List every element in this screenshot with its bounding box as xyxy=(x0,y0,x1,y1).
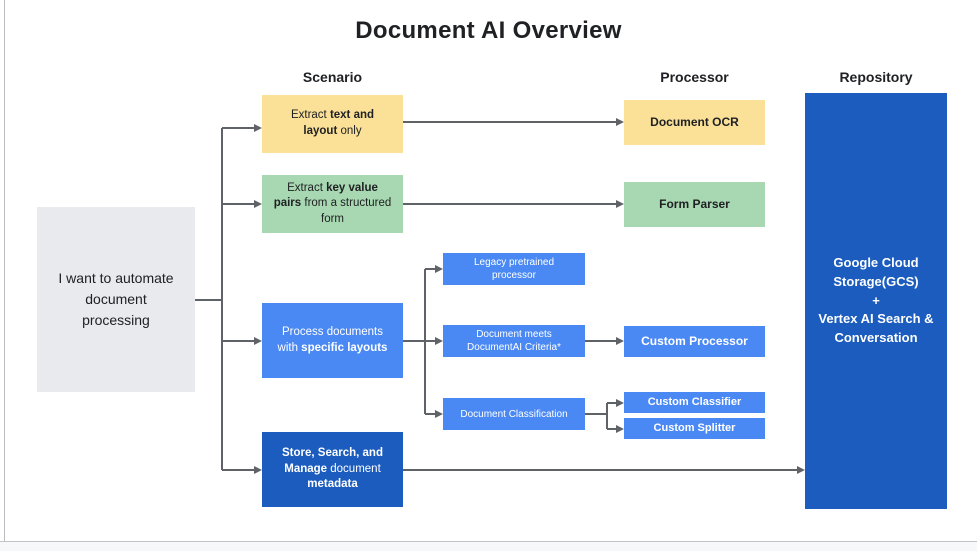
processor-custom-processor-label: Custom Processor xyxy=(641,334,748,349)
page-title: Document AI Overview xyxy=(355,17,622,44)
processor-custom-classifier: Custom Classifier xyxy=(624,392,765,413)
repository-line-vertex: Vertex AI Search & Conversation xyxy=(818,311,934,346)
scenario-extract-key-value-pairs-label: Extract key value pairs from a structure… xyxy=(273,181,392,225)
sub-option-legacy-pretrained: Legacy pretrained processor xyxy=(443,253,585,285)
processor-custom-splitter: Custom Splitter xyxy=(624,418,765,439)
scenario-specific-layouts-label: Process documents with specific layouts xyxy=(277,325,388,354)
scenario-extract-text-layout: Extract text and layout only xyxy=(262,95,403,153)
sub-option-meets-criteria: Document meets DocumentAI Criteria* xyxy=(443,325,585,357)
repository-line-plus: + xyxy=(872,292,880,308)
processor-document-ocr-label: Document OCR xyxy=(650,115,739,130)
sub-option-meets-criteria-label: Document meets DocumentAI Criteria* xyxy=(467,329,561,353)
processor-custom-processor: Custom Processor xyxy=(624,326,765,357)
root-node-automate-processing: I want to automate document processing xyxy=(37,207,195,392)
processor-form-parser: Form Parser xyxy=(624,182,765,227)
scenario-extract-key-value-pairs: Extract key value pairs from a structure… xyxy=(262,175,403,233)
scenario-store-search-manage-label: Store, Search, and Manage document metad… xyxy=(282,447,383,491)
processor-form-parser-label: Form Parser xyxy=(659,197,730,212)
root-node-label: I want to automate document processing xyxy=(58,270,174,328)
sub-option-legacy-pretrained-label: Legacy pretrained processor xyxy=(473,257,555,281)
scenario-extract-text-layout-label: Extract text and layout only xyxy=(290,109,375,137)
frame-bottom-strip xyxy=(0,542,977,551)
repository-line-gcs: Google Cloud Storage(GCS) xyxy=(833,254,919,289)
repository-node: Google Cloud Storage(GCS) + Vertex AI Se… xyxy=(805,93,947,509)
column-header-scenario: Scenario xyxy=(302,69,363,85)
frame-left-border xyxy=(4,0,5,542)
processor-document-ocr: Document OCR xyxy=(624,100,765,145)
frame-bottom-border xyxy=(0,541,977,542)
processor-custom-splitter-label: Custom Splitter xyxy=(653,422,736,435)
scenario-specific-layouts: Process documents with specific layouts xyxy=(262,303,403,378)
sub-option-document-classification-label: Document Classification xyxy=(460,408,568,420)
sub-option-document-classification: Document Classification xyxy=(443,398,585,430)
column-header-repository: Repository xyxy=(839,69,913,85)
processor-custom-classifier-label: Custom Classifier xyxy=(647,396,742,409)
scenario-store-search-manage: Store, Search, and Manage document metad… xyxy=(262,432,403,507)
column-header-processor: Processor xyxy=(660,69,729,85)
